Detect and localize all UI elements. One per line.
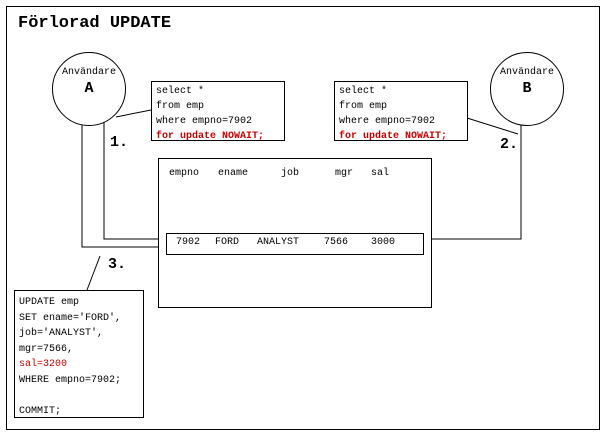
query-b-line: select * [339,86,388,97]
update-line: UPDATE emp [19,297,80,308]
query-a-line: from emp [156,101,205,112]
update-line: WHERE empno=7902; [19,374,122,386]
line-update-connector [86,255,101,291]
update-commit-line: COMMIT; [19,405,62,417]
user-b-letter: B [522,80,532,97]
update-line: SET ename='FORD', [19,312,122,324]
update-sal-clause: sal=3200 [19,359,68,370]
table-row: 7902 FORD ANALYST 7566 3000 [166,233,424,255]
user-a-letter: A [84,80,94,97]
step-1-label: 1. [110,134,129,151]
query-b-line: from emp [339,101,388,112]
user-a-label: Användare [61,67,116,78]
column-header-job: job [281,168,300,179]
cell-mgr: 7566 [324,237,349,248]
column-header-mgr: mgr [335,168,354,179]
column-header-ename: ename [218,168,249,179]
query-b-line: where empno=7902 [339,116,436,127]
user-a-node: Användare A [52,52,126,126]
query-a-box: select * from emp where empno=7902 for u… [151,81,285,142]
line-a-to-query [115,109,152,118]
query-b-box: select * from emp where empno=7902 for u… [334,81,468,142]
column-header-empno: empno [169,168,200,179]
query-b-lock-clause: for update NOWAIT; [339,131,448,142]
update-line: job='ANALYST', [19,328,104,339]
update-blank-line [19,388,139,404]
line-b-to-query [466,117,519,135]
cell-empno: 7902 [176,237,201,248]
update-statement-box: UPDATE emp SET ename='FORD', job='ANALYS… [14,290,144,418]
query-a-lock-clause: for update NOWAIT; [156,131,265,142]
cell-job: ANALYST [257,237,300,248]
user-b-node: Användare B [490,52,564,126]
column-header-sal: sal [371,168,390,179]
line-a-to-row [103,96,160,240]
user-b-label: Användare [499,67,554,78]
line-a-update [81,90,160,248]
step-2-label: 2. [500,136,519,153]
step-3-label: 3. [108,256,127,273]
cell-sal: 3000 [371,237,396,248]
cell-ename: FORD [215,237,240,248]
query-a-line: where empno=7902 [156,116,253,127]
line-b-to-row [428,118,522,240]
emp-table: empno ename job mgr sal 7902 FORD ANALYS… [158,158,432,308]
diagram-title: Förlorad UPDATE [18,14,172,33]
query-a-line: select * [156,86,205,97]
update-line: mgr=7566, [19,343,74,355]
